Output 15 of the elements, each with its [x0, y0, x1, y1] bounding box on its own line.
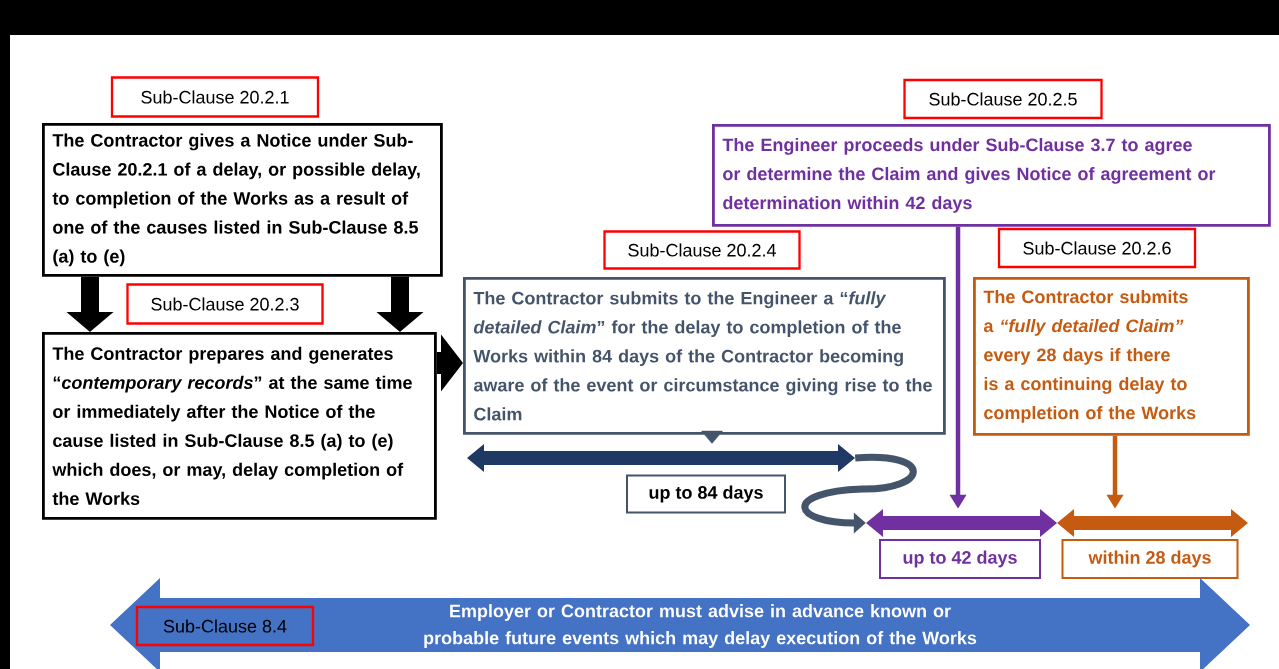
- duration-label: up to 84 days: [626, 474, 786, 514]
- clause-label: Sub-Clause 8.4: [135, 605, 315, 647]
- text-box: The Contractor submits a “fully detailed Claim” every 28 days if there is a continuing delay to completion of the Works: [973, 277, 1250, 436]
- clause-label: Sub-Clause 20.2.6: [997, 227, 1197, 269]
- text-box: The Contractor prepares and generates “contemporary records” at the same time or immediately after the Notice of the cause listed in Sub-Clause 8.5 (a) to (e) which does, or may, delay completion of the Works: [42, 332, 437, 520]
- clause-label: Sub-Clause 20.2.4: [603, 230, 801, 270]
- duration-label: within 28 days: [1061, 539, 1239, 579]
- text-box: The Contractor gives a Notice under Sub-Clause 20.2.1 of a delay, or possible delay, to completion of the Works as a result of one of the causes listed in Sub-Clause 8.5 (a) to (e): [42, 123, 443, 277]
- clause-label: Sub-Clause 20.2.5: [903, 78, 1103, 120]
- clause-label: Sub-Clause 20.2.1: [110, 76, 320, 118]
- arrow: [701, 430, 723, 444]
- duration-label: up to 42 days: [879, 539, 1041, 579]
- clause-label: Sub-Clause 20.2.3: [126, 283, 324, 325]
- duration-bar: [467, 444, 855, 472]
- text-box: The Contractor submits to the Engineer a “fully detailed Claim” for the delay to completion of the Works within 84 days of the Contractor becoming aware of the event or circumstance giving rise to the Claim: [463, 277, 946, 435]
